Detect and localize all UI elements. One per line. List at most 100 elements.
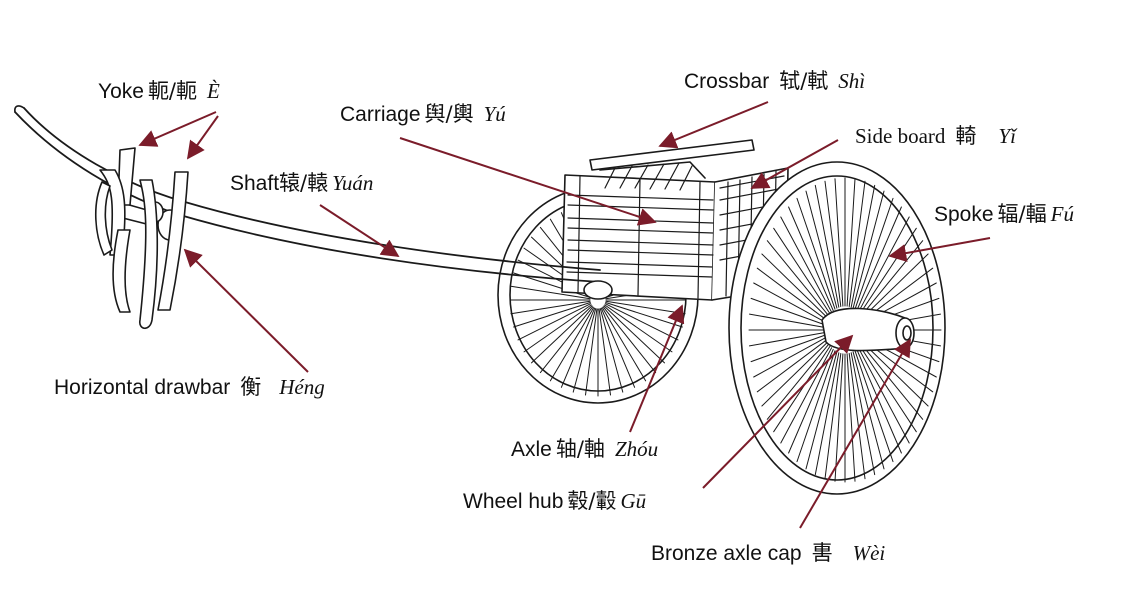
spoke-line bbox=[753, 282, 827, 324]
spoke-line bbox=[824, 353, 842, 480]
spoke-line bbox=[805, 190, 838, 309]
spoke-line bbox=[852, 190, 885, 309]
spoke-line bbox=[780, 347, 833, 444]
label-axlecap: Bronze axle cap 軎 Wèi bbox=[651, 541, 886, 565]
label-axlecap-en: Bronze axle cap bbox=[651, 542, 802, 565]
label-drawbar-en: Horizontal drawbar bbox=[54, 376, 231, 399]
arrow-axle bbox=[629, 304, 685, 433]
spoke-line bbox=[560, 307, 596, 388]
spoke-line bbox=[549, 307, 595, 382]
arrow-shaft bbox=[319, 204, 400, 257]
arrow-hub bbox=[702, 334, 854, 489]
spoke-line bbox=[854, 197, 894, 310]
spoke-line bbox=[796, 197, 836, 310]
yoke-assembly bbox=[94, 147, 189, 330]
label-carriage-pinyin: Yú bbox=[483, 102, 506, 126]
shaft bbox=[14, 105, 613, 300]
spoke-line bbox=[824, 180, 842, 307]
spoke-line bbox=[749, 313, 826, 328]
spoke-line bbox=[848, 353, 866, 480]
spoke-line bbox=[603, 305, 665, 364]
spoke-line bbox=[750, 334, 826, 363]
spoke-line bbox=[805, 351, 838, 470]
label-sideboard-pinyin: Yǐ bbox=[998, 124, 1016, 148]
label-hub-zh: 毂/轂 bbox=[567, 489, 617, 513]
spoke-line bbox=[604, 304, 673, 353]
spoke-line bbox=[510, 285, 591, 300]
spoke-line bbox=[846, 353, 856, 482]
label-crossbar-zh: 轼/軾 bbox=[779, 69, 829, 93]
label-axlecap-zh: 軎 bbox=[811, 541, 833, 565]
spoke-line bbox=[761, 253, 829, 319]
label-crossbar-en: Crossbar bbox=[684, 70, 770, 93]
near-wheel bbox=[728, 161, 946, 495]
spoke-line bbox=[857, 347, 910, 444]
spoke-line bbox=[753, 336, 827, 378]
label-yoke-pinyin: È bbox=[207, 79, 220, 103]
label-axlecap-pinyin: Wèi bbox=[852, 541, 886, 565]
label-carriage-en: Carriage bbox=[340, 103, 421, 126]
label-sideboard-zh: 輢 bbox=[955, 124, 977, 148]
spoke-line bbox=[834, 353, 844, 482]
spoke-line bbox=[766, 240, 830, 317]
label-spoke-en: Spoke bbox=[934, 203, 994, 226]
spoke-line bbox=[601, 307, 647, 382]
spoke-line bbox=[850, 184, 876, 308]
near-wheel-spokes bbox=[748, 177, 942, 483]
label-shaft-pinyin: Yuán bbox=[332, 171, 374, 195]
arrow-yoke-2 bbox=[186, 115, 219, 160]
spoke-line bbox=[756, 339, 828, 393]
spoke-line bbox=[604, 303, 679, 341]
spoke-line bbox=[599, 308, 624, 393]
spoke-line bbox=[510, 300, 591, 315]
spoke-line bbox=[860, 343, 924, 420]
arrow-sideboard bbox=[750, 139, 839, 189]
spoke-line bbox=[859, 345, 917, 433]
spoke-line bbox=[856, 348, 902, 454]
spoke-line bbox=[850, 352, 876, 476]
spoke-line bbox=[814, 184, 840, 308]
spoke-line bbox=[846, 178, 856, 307]
arrow-spoke bbox=[888, 237, 991, 262]
spoke-line bbox=[513, 302, 591, 328]
spoke-line bbox=[834, 178, 844, 307]
spoke-line bbox=[585, 308, 598, 396]
spoke-line bbox=[749, 332, 826, 347]
spoke-line bbox=[854, 350, 894, 463]
label-yoke-zh: 軛/軛 bbox=[147, 79, 198, 103]
spoke-line bbox=[598, 308, 611, 396]
arrow-drawbar bbox=[183, 248, 309, 373]
spoke-line bbox=[861, 253, 929, 319]
label-sideboard: Side board 輢 Yǐ bbox=[855, 126, 1016, 147]
label-axle-en: Axle bbox=[511, 438, 552, 461]
label-crossbar-pinyin: Shì bbox=[838, 69, 866, 93]
spoke-line bbox=[517, 303, 592, 341]
label-drawbar-zh: 衡 bbox=[240, 375, 262, 399]
spoke-line bbox=[773, 227, 831, 315]
spoke-line bbox=[756, 267, 828, 321]
spoke-line bbox=[773, 345, 831, 433]
pointer-arrows bbox=[138, 101, 991, 529]
label-axle-zh: 轴/軸 bbox=[555, 437, 605, 461]
label-spoke-pinyin: Fú bbox=[1050, 202, 1074, 226]
spoke-line bbox=[861, 341, 929, 407]
label-spoke-zh: 辐/輻 bbox=[997, 202, 1047, 226]
spoke-line bbox=[796, 350, 836, 463]
arrow-yoke-1 bbox=[138, 111, 217, 147]
label-drawbar-pinyin: Héng bbox=[279, 375, 325, 399]
spoke-line bbox=[761, 341, 829, 407]
spoke-line bbox=[572, 308, 597, 393]
spoke-line bbox=[856, 206, 902, 312]
spoke-line bbox=[600, 307, 636, 388]
label-shaft-zh: 辕/轅 bbox=[279, 171, 329, 195]
label-sideboard-en: Side board bbox=[855, 124, 946, 148]
spoke-line bbox=[539, 306, 594, 374]
spoke-line bbox=[523, 304, 592, 353]
spoke-line bbox=[788, 206, 834, 312]
arrow-axlecap bbox=[799, 338, 911, 529]
spoke-line bbox=[780, 216, 833, 313]
spoke-line bbox=[860, 240, 924, 317]
